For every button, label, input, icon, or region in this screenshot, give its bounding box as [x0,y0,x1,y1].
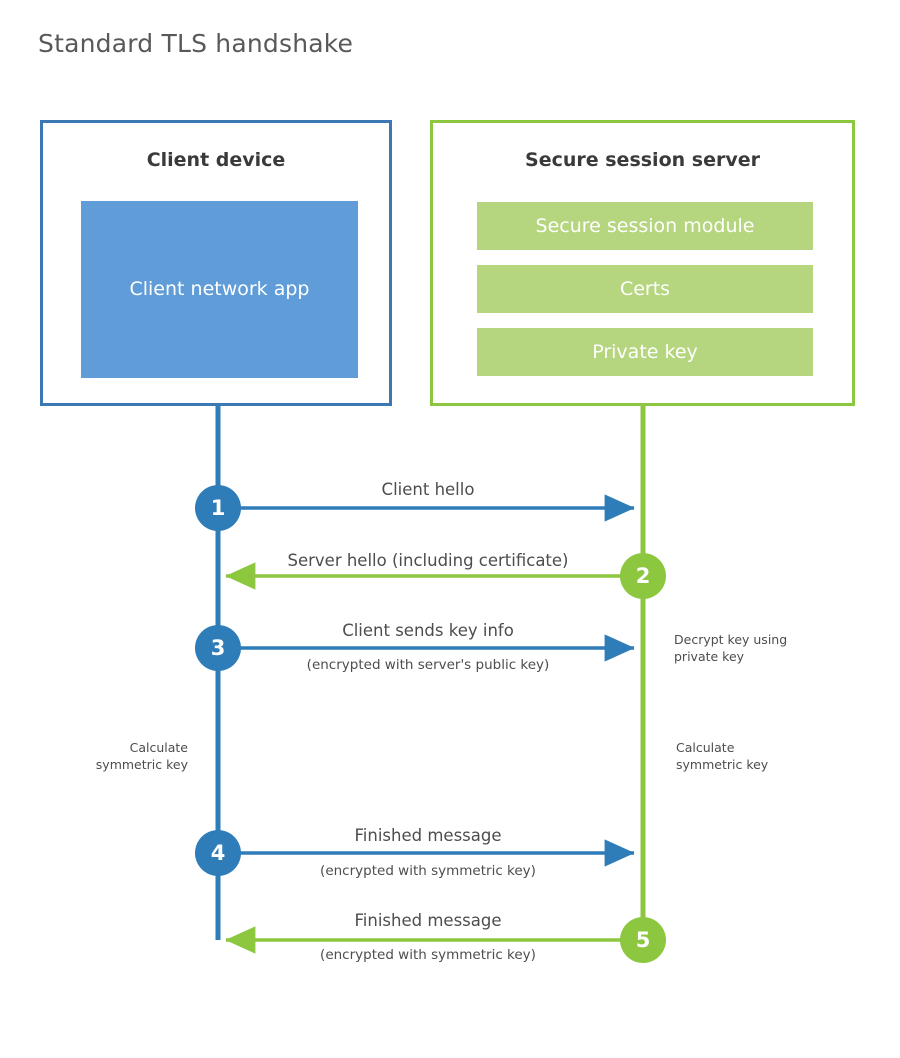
note-decrypt-key: Decrypt key using private key [674,632,788,664]
step-marker-4: 4 [195,830,241,876]
note-calculate-symmetric-key-server: Calculate symmetric key [676,740,769,772]
step-marker-3: 3 [195,625,241,671]
step-2-label: Server hello (including certificate) [287,551,569,570]
step-4-label: Finished message [354,826,502,845]
step-4-sublabel: (encrypted with symmetric key) [320,863,536,879]
secure-session-server-panel: Secure session server Secure session mod… [430,120,855,406]
secure-session-server-title: Secure session server [525,149,760,171]
client-device-title: Client device [146,149,286,171]
step-3-label: Client sends key info [342,621,514,640]
client-device-panel: Client device Client network app [40,120,392,406]
step-5-sublabel: (encrypted with symmetric key) [320,947,536,963]
server-block-secure-session-module: Secure session module [477,202,813,250]
note-calculate-symmetric-key-client: Calculate symmetric key [95,740,188,772]
step-marker-2: 2 [620,553,666,599]
step-5-label: Finished message [354,911,502,930]
step-3-sublabel: (encrypted with server's public key) [306,657,550,673]
client-network-app-block: Client network app [81,201,358,378]
page-title: Standard TLS handshake [38,29,354,58]
server-block-private-key: Private key [477,328,813,376]
step-marker-5: 5 [620,917,666,963]
step-marker-1: 1 [195,485,241,531]
step-1-label: Client hello [381,480,475,499]
server-block-certs: Certs [477,265,813,313]
